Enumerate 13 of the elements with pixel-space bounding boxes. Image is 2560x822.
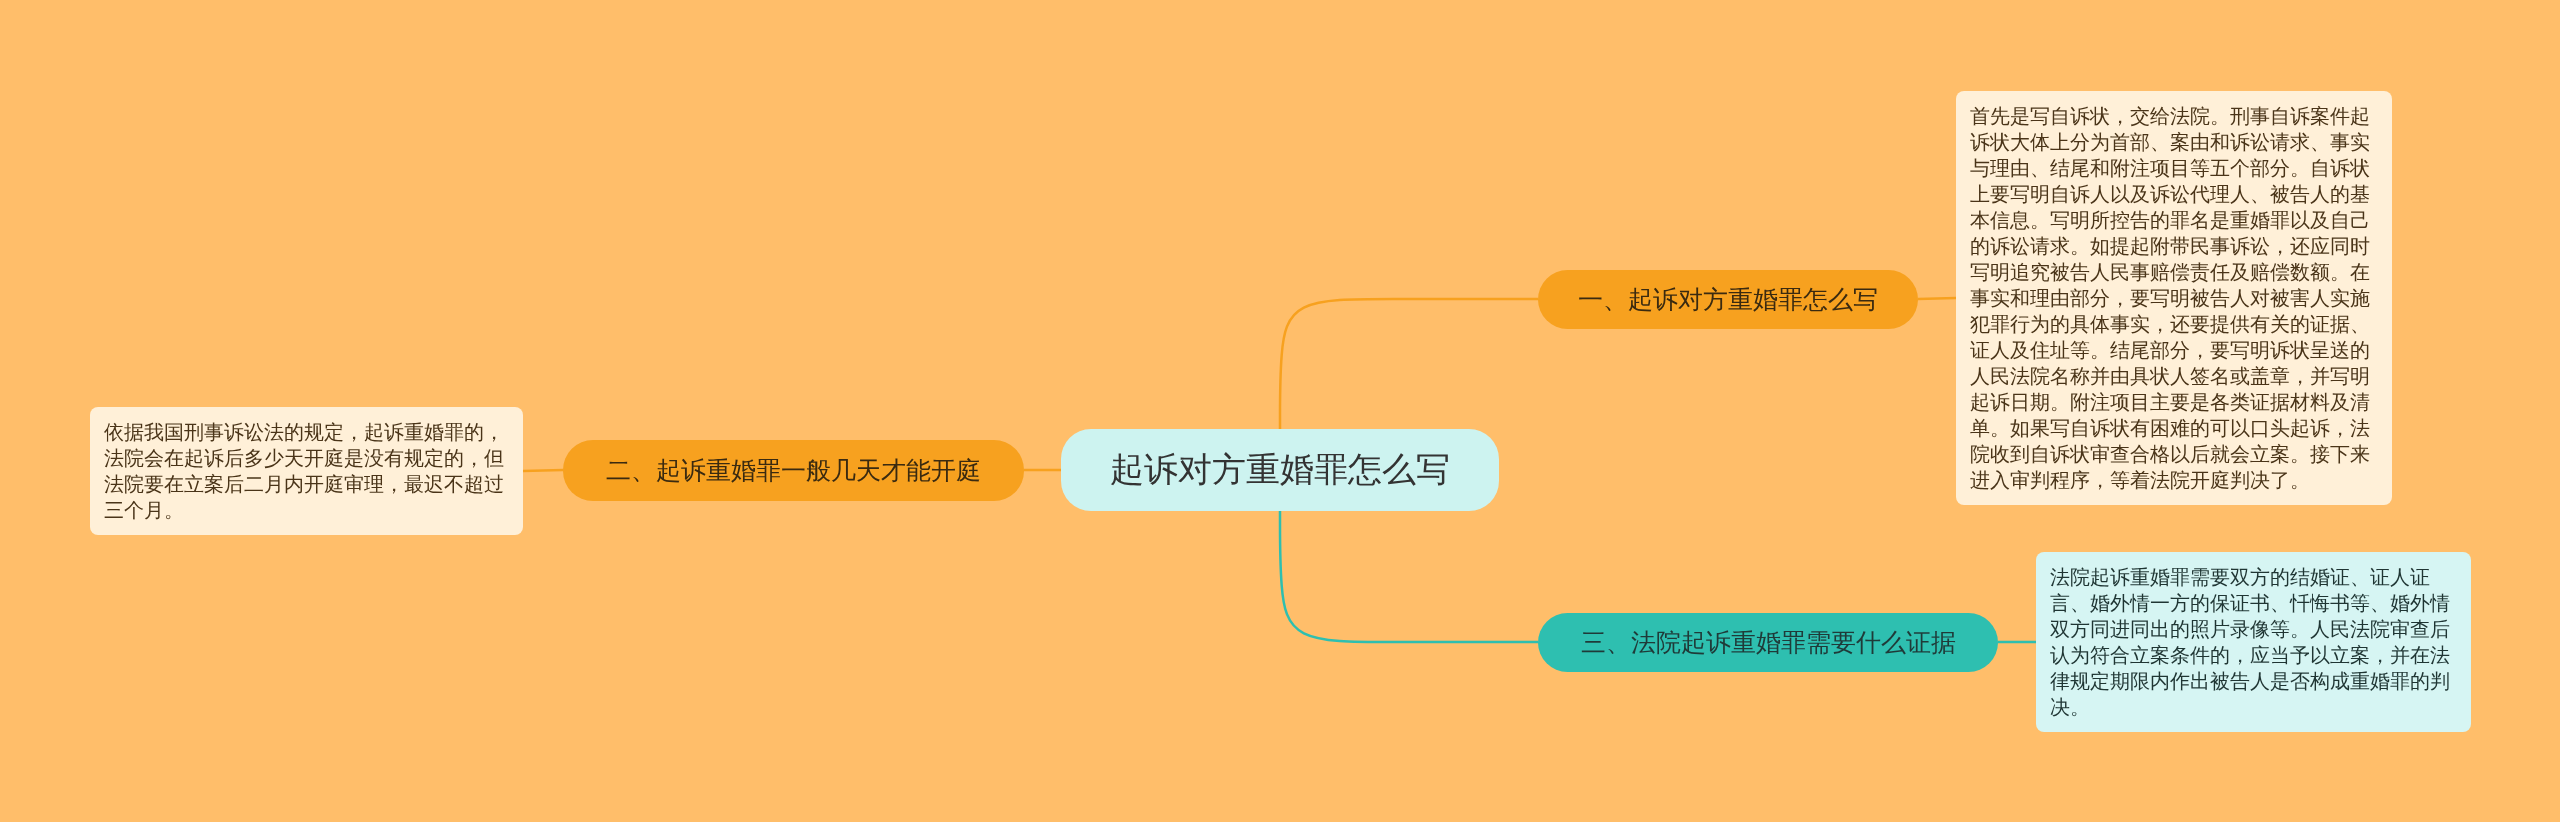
connector-line: [1278, 511, 1538, 644]
connector-line: [1917, 296, 1957, 301]
topic-pill: 二、起诉重婚罪一般几天才能开庭: [563, 439, 1024, 501]
connector-line: [1278, 297, 1538, 429]
note-card: 法院起诉重婚罪需要双方的结婚证、证人证言、婚外情一方的保证书、忏悔书等、婚外情双方同进同出的照片录像等。人民法院审查后认为符合立案条件的，应当予以立案，并在法律规定期限内作出被告人是否构成重婚罪的判决。: [2036, 552, 2471, 732]
topic-pill: 一、起诉对方重婚罪怎么写: [1538, 269, 1918, 329]
note-card: 依据我国刑事诉讼法的规定，起诉重婚罪的，法院会在起诉后多少天开庭是没有规定的，但法院要在立案后二月内开庭审理，最迟不超过三个月。: [90, 407, 523, 535]
connector-line: [1998, 640, 2036, 644]
central-topic: 起诉对方重婚罪怎么写: [1061, 429, 1499, 511]
connector-line: [1024, 468, 1061, 472]
topic-pill: 三、法院起诉重婚罪需要什么证据: [1538, 612, 1998, 672]
connector-line: [522, 468, 564, 473]
note-card: 首先是写自诉状，交给法院。刑事自诉案件起诉状大体上分为首部、案由和诉讼请求、事实与理由、结尾和附注项目等五个部分。自诉状上要写明自诉人以及诉讼代理人、被告人的基本信息。写明所控告的罪名是重婚罪以及自己的诉讼请求。如提起附带民事诉讼，还应同时写明追究被告人民事赔偿责任及赔偿数额。在事实和理由部分，要写明被告人对被害人实施犯罪行为的具体事实，还要提供有关的证据、证人及住址等。结尾部分，要写明诉状呈送的人民法院名称并由具状人签名或盖章，并写明起诉日期。附注项目主要是各类证据材料及清单。如果写自诉状有困难的可以口头起诉，法院收到自诉状审查合格以后就会立案。接下来进入审判程序，等着法院开庭判决了。: [1956, 91, 2392, 505]
